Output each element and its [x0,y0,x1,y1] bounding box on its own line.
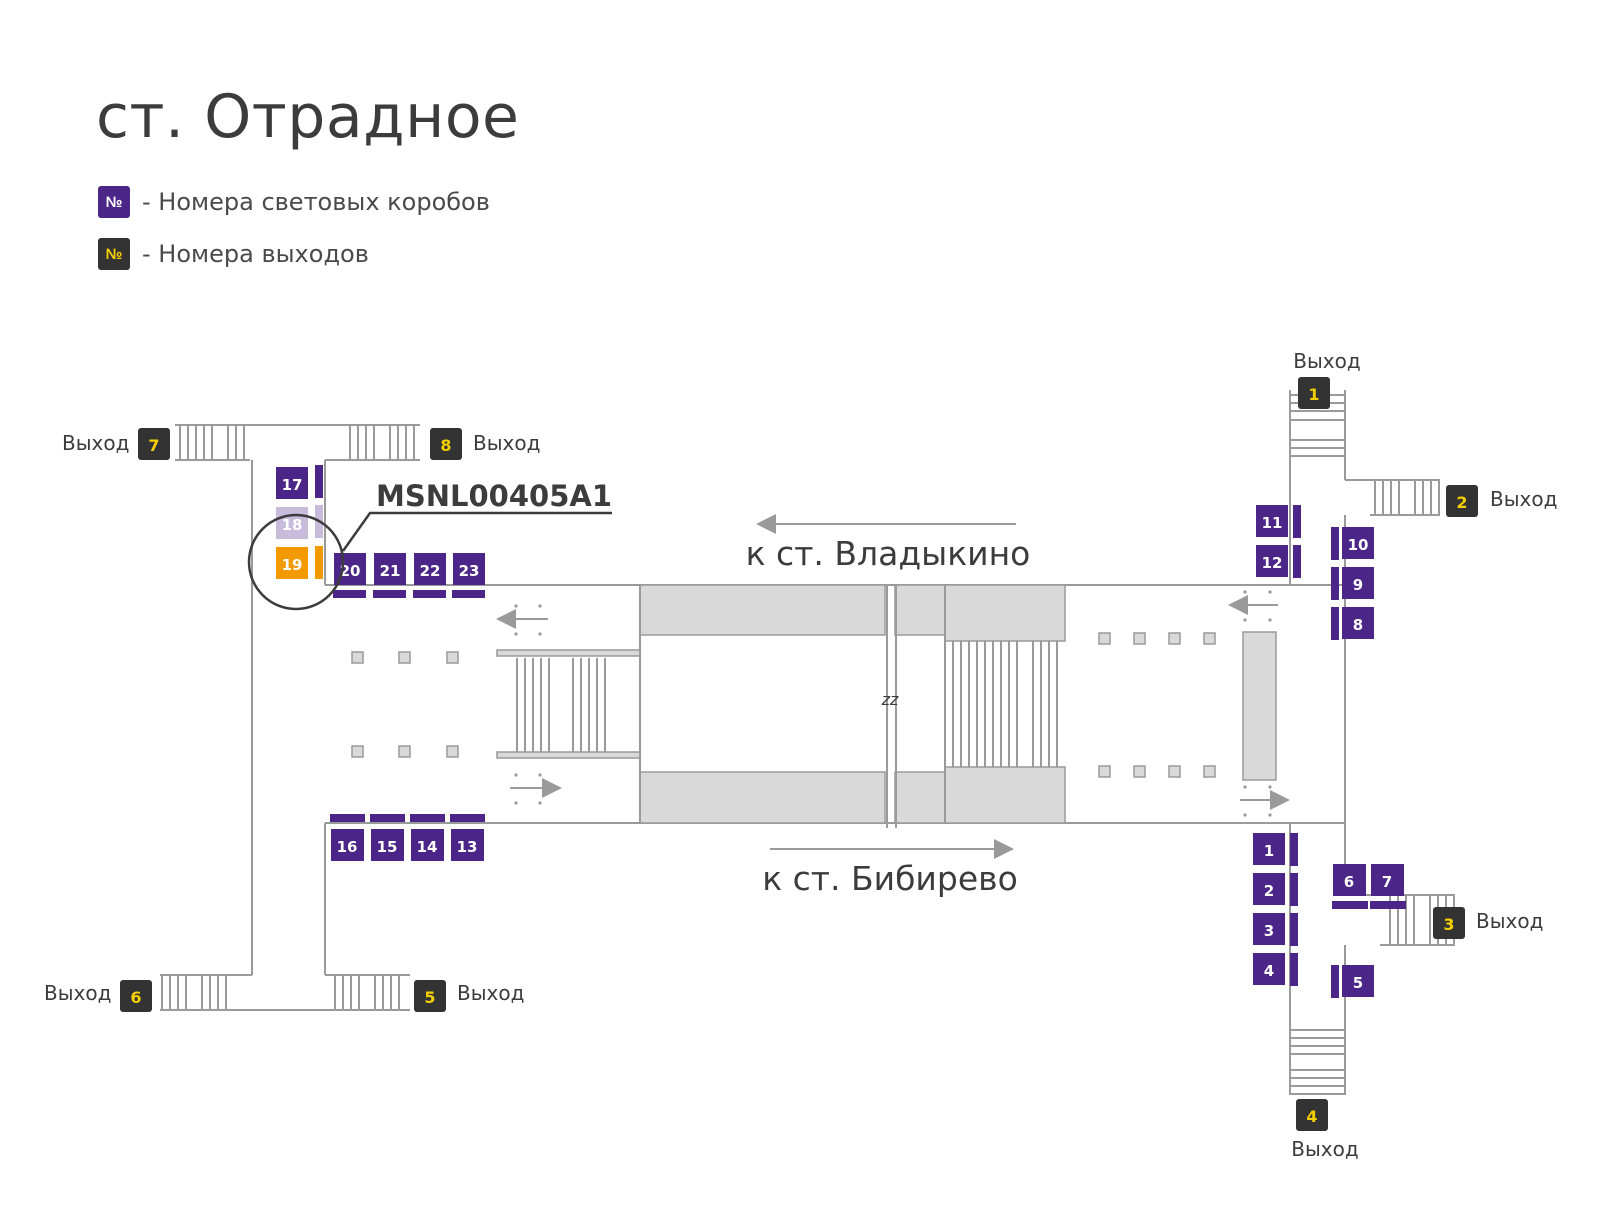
lightboxes-left: 17 18 19 20 21 22 23 16 15 14 13 [276,467,485,861]
direction-top: к ст. Владыкино [746,534,1031,573]
lightbox-r6: 6 [1344,873,1354,891]
exit-5-number: 5 [424,988,435,1007]
exit-3-label: Выход [1476,909,1543,933]
lightbox-19: 19 [282,556,303,574]
lightbox-r8: 8 [1353,616,1363,634]
lightbox-21: 21 [380,562,401,580]
lightbox-r7: 7 [1382,873,1392,891]
exit-7-number: 7 [148,436,159,455]
direction-bottom: к ст. Бибирево [762,859,1018,898]
exit-4-number: 4 [1306,1107,1317,1126]
lightbox-r2: 2 [1264,882,1274,900]
highlight-leader [341,511,612,552]
exit-7-label: Выход [62,431,129,455]
lightbox-r10: 10 [1348,536,1369,554]
lightbox-14: 14 [417,838,438,856]
platforms [496,584,1277,824]
lightbox-r3: 3 [1264,922,1274,940]
exit-6-number: 6 [130,988,141,1007]
legend-lightboxes: № - Номера световых коробов [98,186,490,218]
lightbox-18: 18 [282,516,303,534]
lightbox-22: 22 [420,562,441,580]
legend-exit-text: - Номера выходов [142,240,369,268]
exit-5-label: Выход [457,981,524,1005]
lightbox-r5: 5 [1353,974,1363,992]
lightbox-bars [315,465,1406,998]
lightbox-r1: 1 [1264,842,1274,860]
lightbox-r9: 9 [1353,576,1363,594]
highlight-code: MSNL00405A1 [376,479,612,513]
exit-2-label: Выход [1490,487,1557,511]
flow-arrows [496,514,1290,859]
exit-1-number: 1 [1308,385,1319,404]
legend-exits: № - Номера выходов [98,238,369,270]
lightbox-r11: 11 [1262,514,1283,532]
legend-lightbox-text: - Номера световых коробов [142,188,490,216]
lightbox-20: 20 [340,562,361,580]
stairs [161,394,1455,1095]
exit-8-label: Выход [473,431,540,455]
legend-exit-swatch: № [98,238,130,270]
lightbox-23: 23 [459,562,480,580]
flow-dots [514,590,1272,817]
highlight-circle [247,513,345,611]
lightbox-r12: 12 [1262,554,1283,572]
lightbox-16: 16 [337,838,358,856]
exits: Выход 7 8 Выход Выход 6 5 Выход Выход 1 … [44,349,1557,1161]
exit-4-label: Выход [1291,1137,1358,1161]
pillars [351,632,1216,778]
platform-break [639,585,946,828]
exit-6-label: Выход [44,981,111,1005]
station-title: ст. Отрадное [96,82,520,152]
lightboxes-right: 11 12 10 9 8 1 2 3 4 6 7 5 [1253,505,1404,997]
exit-1-label: Выход [1293,349,1360,373]
lightbox-15: 15 [377,838,398,856]
exit-2-number: 2 [1456,493,1467,512]
lightbox-17: 17 [282,476,303,494]
lightbox-r4: 4 [1264,962,1274,980]
exit-8-number: 8 [440,436,451,455]
exit-3-number: 3 [1443,915,1454,934]
lightbox-13: 13 [457,838,478,856]
break-mark: zz [881,690,899,709]
legend-lightbox-swatch: № [98,186,130,218]
